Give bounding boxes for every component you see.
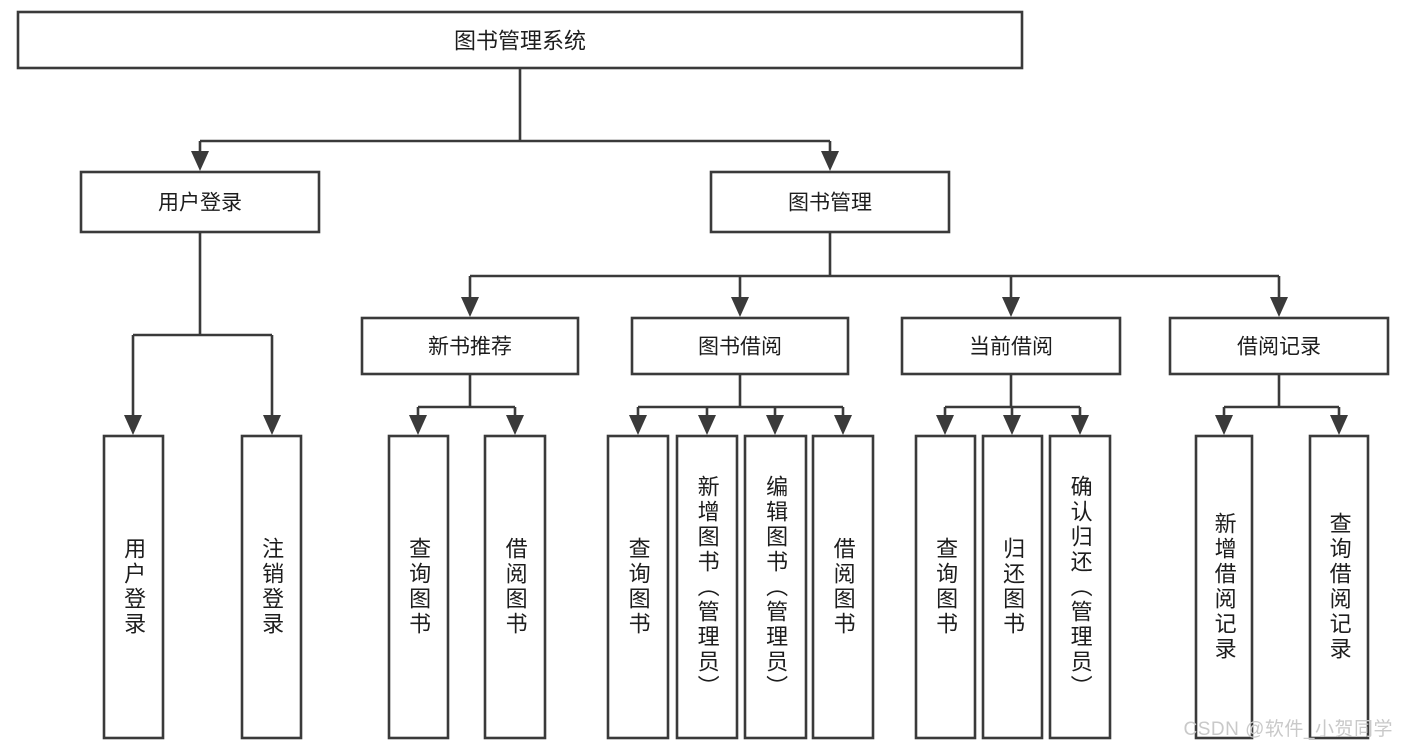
arrow-head-icon xyxy=(124,415,142,435)
connector-line xyxy=(200,68,830,143)
connector-line xyxy=(470,232,1279,278)
node-box-leaf-edit-book-admin[interactable] xyxy=(743,434,808,740)
arrow-head-icon xyxy=(821,151,839,171)
arrow-head-icon xyxy=(834,415,852,435)
node-box-root[interactable] xyxy=(16,10,1024,70)
node-box-leaf-query-book-borrow[interactable] xyxy=(606,434,670,740)
node-label-user-login: 用户登录 xyxy=(158,192,242,215)
node-label-root: 图书管理系统 xyxy=(454,29,586,54)
arrow-head-icon xyxy=(731,297,749,317)
arrow-head-icon xyxy=(766,415,784,435)
node-box-leaf-borrow-book[interactable] xyxy=(811,434,875,740)
arrow-head-icon xyxy=(698,415,716,435)
connector-line xyxy=(638,374,843,409)
connector-line xyxy=(418,374,515,409)
arrow-head-icon xyxy=(936,415,954,435)
watermark-text: CSDN @软件_小贺同学 xyxy=(1183,719,1393,740)
arrow-head-icon xyxy=(1270,297,1288,317)
node-box-leaf-return-book[interactable] xyxy=(981,434,1044,740)
node-label-book-borrow: 图书借阅 xyxy=(698,336,782,359)
arrow-head-icon xyxy=(1071,415,1089,435)
node-box-leaf-borrow-book-rec[interactable] xyxy=(483,434,547,740)
arrow-head-icon xyxy=(191,151,209,171)
node-box-current-borrow[interactable] xyxy=(900,316,1122,376)
arrow-head-icon xyxy=(1002,297,1020,317)
node-box-book-manage[interactable] xyxy=(709,170,951,234)
node-label-current-borrow: 当前借阅 xyxy=(969,336,1053,359)
node-label-borrow-record: 借阅记录 xyxy=(1237,336,1321,359)
node-box-leaf-query-book-rec[interactable] xyxy=(387,434,450,740)
node-box-leaf-add-book-admin[interactable] xyxy=(675,434,739,740)
connector-line xyxy=(945,374,1080,409)
node-box-borrow-record[interactable] xyxy=(1168,316,1390,376)
arrow-head-icon xyxy=(461,297,479,317)
arrow-head-icon xyxy=(1215,415,1233,435)
connector-line xyxy=(1224,374,1339,409)
connector-layer xyxy=(124,68,1348,435)
arrow-head-icon xyxy=(409,415,427,435)
node-box-user-login[interactable] xyxy=(79,170,321,234)
node-box-book-borrow[interactable] xyxy=(630,316,850,376)
arrow-head-icon xyxy=(1330,415,1348,435)
arrow-head-icon xyxy=(629,415,647,435)
arrow-head-icon xyxy=(263,415,281,435)
connector-line xyxy=(133,232,272,337)
arrow-head-icon xyxy=(506,415,524,435)
node-box-leaf-query-borrow-record[interactable] xyxy=(1308,434,1370,740)
node-box-leaf-query-book-current[interactable] xyxy=(914,434,977,740)
node-box-leaf-confirm-return-admin[interactable] xyxy=(1048,434,1112,740)
node-box-new-book-recommend[interactable] xyxy=(360,316,580,376)
node-box-leaf-user-login[interactable] xyxy=(102,434,165,740)
node-box-leaf-add-borrow-record[interactable] xyxy=(1194,434,1254,740)
node-label-book-manage: 图书管理 xyxy=(788,192,872,215)
arrow-head-icon xyxy=(1003,415,1021,435)
node-label-new-book-recommend: 新书推荐 xyxy=(428,336,512,359)
node-box-layer xyxy=(16,10,1390,740)
node-box-leaf-logout-login[interactable] xyxy=(240,434,303,740)
